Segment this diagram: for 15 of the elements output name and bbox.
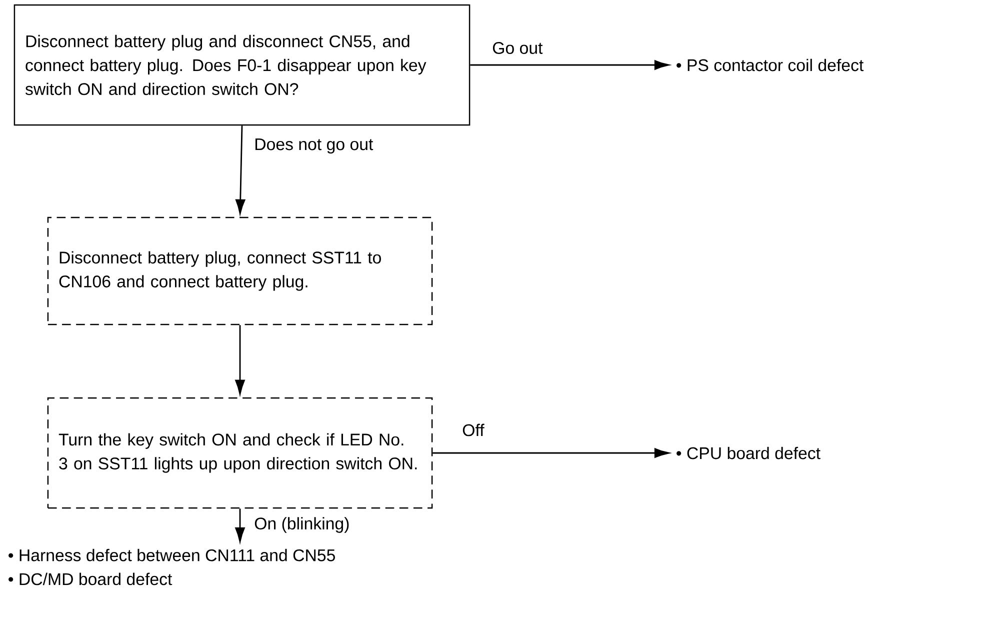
result-text: • CPU board defect [676, 446, 820, 460]
arrow [235, 508, 245, 542]
arrow [470, 60, 670, 70]
process-box: Disconnect battery plug, connect SST11 to CN106 and connect battery plug. [47, 216, 433, 326]
edge-label: On (blinking) [254, 517, 349, 533]
process-box: Turn the key switch ON and check if LED No. 3 on SST11 lights up upon direction switch ON. [47, 397, 433, 509]
arrow [235, 325, 245, 394]
edge-label: Go out [492, 42, 543, 54]
result-text: • PS contactor coil defect [676, 58, 864, 72]
arrow [236, 126, 246, 214]
result-text: • Harness defect between CN111 and CN55 • DC/MD board defect [8, 548, 335, 586]
process-box: Disconnect battery plug and disconnect CN55, and connect battery plug. Does F0-1 disappear upon key switch ON and direction switch ON? [14, 4, 470, 126]
edge-label: Does not go out [256, 138, 374, 154]
arrow [432, 448, 670, 458]
edge-label: Off [462, 424, 484, 436]
